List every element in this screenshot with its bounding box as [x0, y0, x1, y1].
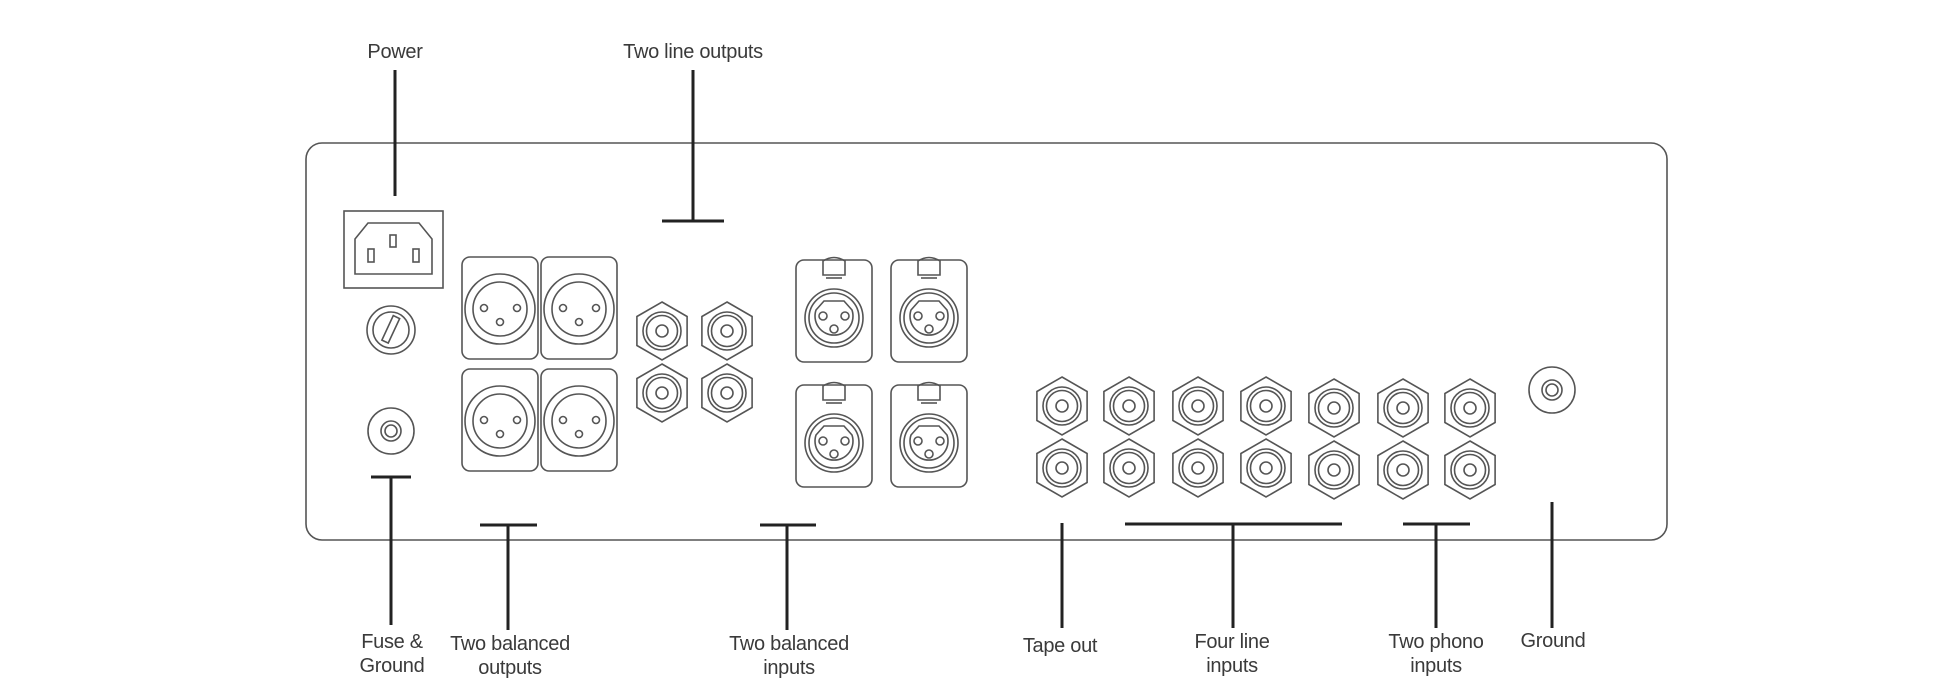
rca-tape-out-icon [1036, 376, 1088, 436]
rca-line-input-icon [1240, 438, 1292, 498]
label-line-outputs: Two line outputs [623, 41, 763, 63]
xlr-female-connector-icon [795, 256, 873, 363]
rca-line-output-icon [701, 363, 753, 423]
label-ground: Ground [1520, 630, 1586, 652]
rca-phono-input-icon [1444, 378, 1496, 438]
rca-line-input-icon [1240, 376, 1292, 436]
xlr-male-connector-icon [461, 256, 539, 360]
xlr-male-connector-icon [461, 368, 539, 472]
rca-line-output-icon [636, 363, 688, 423]
xlr-female-inputs [795, 256, 968, 488]
rca-line-input-icon [1172, 438, 1224, 498]
chassis-outline [305, 142, 1668, 541]
rca-phono-input-icon [1377, 440, 1429, 500]
label-fuse-ground: Fuse &Ground [359, 631, 425, 677]
rca-tape-out-icon [1036, 438, 1088, 498]
ground-terminal-right-icon [1528, 366, 1576, 414]
xlr-male-connector-icon [540, 368, 618, 472]
rca-line-output-icon [701, 301, 753, 361]
xlr-female-connector-icon [890, 381, 968, 488]
rca-line-output-icon [636, 301, 688, 361]
rca-line-input-icon [1103, 438, 1155, 498]
rca-line-input-icon [1308, 440, 1360, 500]
rca-phono-input-icon [1444, 440, 1496, 500]
rca-line-input-icon [1103, 376, 1155, 436]
rca-phono-input-icon [1377, 378, 1429, 438]
rca-line-input-icon [1172, 376, 1224, 436]
xlr-male-outputs [461, 256, 618, 472]
xlr-female-connector-icon [795, 381, 873, 488]
label-power: Power [367, 41, 423, 63]
fuse-holder-icon [366, 305, 416, 355]
iec-power-inlet-icon [343, 210, 444, 289]
rca-jacks [636, 301, 1496, 500]
rca-line-input-icon [1308, 378, 1360, 438]
ground-jack-left-icon [367, 407, 415, 455]
xlr-female-connector-icon [890, 256, 968, 363]
label-tape-out: Tape out [1022, 635, 1098, 657]
xlr-male-connector-icon [540, 256, 618, 360]
